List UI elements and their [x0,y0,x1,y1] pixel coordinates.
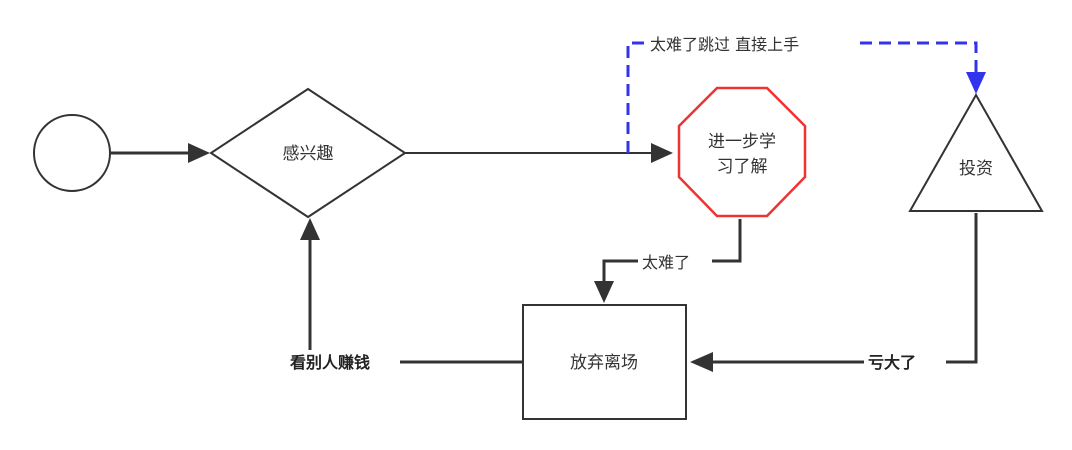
lost-big-label-bg [864,350,946,374]
invest-node-label: 投资 [959,159,993,179]
arrowhead-interest [188,143,210,163]
arrowhead-invest [966,72,986,94]
learn-node-label-line1: 进一步学 [708,132,776,152]
start-node [33,114,111,192]
see-others-label-bg [286,350,400,374]
quit-process-node [522,304,687,420]
learn-octagon-node [677,86,807,218]
interest-node-label: 感兴趣 [283,144,334,164]
arrowhead-interest-bottom [300,218,320,240]
lost-big-label: 亏大了 [868,353,916,372]
edge-quit-to-interest [308,238,522,364]
too-hard-label: 太难了 [642,253,690,272]
see-others-earn-label: 看别人赚钱 [289,353,370,372]
skip-label-bg [645,30,857,56]
learn-node-label-line2: 习了解 [717,157,768,177]
interest-decision-node [209,87,407,219]
arrowhead-learn [651,143,673,163]
arrowhead-quit-right [690,352,713,372]
skip-label: 太难了跳过 直接上手 [650,35,799,54]
edge-invest-to-quit [712,213,978,364]
arrowhead-quit-top [594,281,614,303]
quit-node-label: 放弃离场 [570,353,638,373]
too-hard-label-bg [638,250,712,274]
invest-triangle-node [908,92,1044,212]
